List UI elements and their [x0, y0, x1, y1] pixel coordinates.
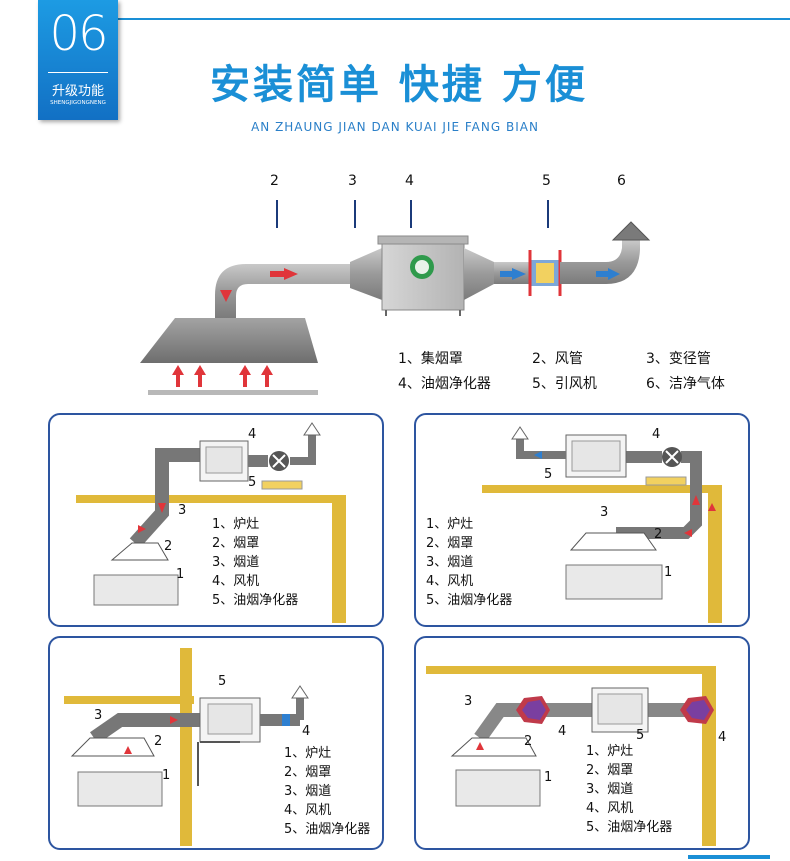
panel-legend-item: 4、风机 [586, 801, 634, 816]
badge-title: 升级功能 [51, 84, 104, 99]
panel-label: 1 [544, 770, 553, 785]
panel-label: 1 [664, 565, 673, 580]
panel-label: 2 [164, 539, 173, 554]
panel-label: 2 [524, 734, 533, 749]
panel-label: 3 [178, 503, 187, 518]
panel-label: 5 [544, 467, 553, 482]
panel-legend-item: 1、炉灶 [426, 517, 474, 532]
panel-legend-item: 3、烟道 [284, 784, 332, 799]
footer-accent-bar [688, 855, 770, 859]
panel-legend: 1、炉灶 2、烟罩 3、烟道 4、风机 5、油烟净化器 [586, 742, 672, 837]
panel-legend: 1、炉灶 2、烟罩 3、烟道 4、风机 5、油烟净化器 [284, 744, 370, 839]
panel-label: 1 [162, 768, 171, 783]
callout-6: 6 [617, 173, 626, 189]
panel-label: 5 [636, 728, 645, 743]
panel-label: 1 [176, 567, 185, 582]
badge-subtitle: SHENGJIGONGNENG [50, 100, 106, 106]
page-title: 安装简单 快捷 方便 [210, 62, 588, 108]
install-diagram-2 [482, 426, 722, 623]
panel-legend-item: 5、油烟净化器 [284, 822, 371, 837]
panel-legend-item: 1、炉灶 [212, 517, 260, 532]
legend-item: 5、引风机 [532, 376, 597, 392]
install-panel-3: 5 3 4 2 1 1、炉灶 2、烟罩 3、烟道 4、风机 5、油烟净化器 [48, 636, 384, 850]
legend-item: 6、洁净气体 [646, 376, 725, 392]
panel-legend-item: 4、风机 [426, 574, 474, 589]
install-panel-1: 4 5 3 2 1 1、炉灶 2、烟罩 3、烟道 4、风机 5、油烟净化器 [48, 413, 384, 627]
install-diagram-4 [426, 666, 716, 846]
callout-2: 2 [270, 173, 279, 189]
header-rule [118, 18, 790, 20]
badge-divider [48, 72, 108, 73]
panel-legend-item: 1、炉灶 [284, 746, 332, 761]
panel-label: 3 [94, 708, 103, 723]
panel-label: 5 [218, 674, 227, 689]
panel-label: 2 [654, 527, 663, 542]
hood-shape [140, 318, 318, 363]
panel-legend-item: 1、炉灶 [586, 744, 634, 759]
panel-legend-item: 3、烟道 [212, 555, 260, 570]
legend-item: 1、集烟罩 [398, 351, 463, 367]
panel-legend-item: 5、油烟净化器 [586, 820, 673, 835]
panel-legend-item: 5、油烟净化器 [426, 593, 513, 608]
panel-label: 4 [652, 427, 661, 442]
install-panel-2: 4 5 3 2 1 1、炉灶 2、烟罩 3、烟道 4、风机 5、油烟净化器 [414, 413, 750, 627]
panel-legend: 1、炉灶 2、烟罩 3、烟道 4、风机 5、油烟净化器 [212, 515, 298, 610]
main-system-diagram [140, 200, 651, 395]
badge-number: 06 [49, 6, 108, 62]
panel-legend-item: 4、风机 [212, 574, 260, 589]
section-badge: 06 升级功能 SHENGJIGONGNENG [38, 0, 118, 120]
panel-legend-item: 3、烟道 [586, 782, 634, 797]
panel-label: 3 [600, 505, 609, 520]
panel-legend-item: 2、烟罩 [426, 536, 474, 551]
panel-label: 2 [154, 734, 163, 749]
install-panel-4: 3 2 4 5 4 1 1、炉灶 2、烟罩 3、烟道 4、风机 5、油烟净化器 [414, 636, 750, 850]
panel-label: 4 [718, 730, 727, 745]
panel-legend-item: 2、烟罩 [284, 765, 332, 780]
panel-label: 4 [248, 427, 257, 442]
panel-label: 5 [248, 475, 257, 490]
panel-legend-item: 2、烟罩 [212, 536, 260, 551]
install-diagram-1 [76, 422, 346, 623]
callout-5: 5 [542, 173, 551, 189]
legend-item: 2、风管 [532, 351, 583, 367]
legend-item: 4、油烟净化器 [398, 376, 491, 392]
panel-label: 3 [464, 694, 473, 709]
callout-4: 4 [405, 173, 414, 189]
panel-label: 4 [558, 724, 567, 739]
page-subtitle-pinyin: AN ZHAUNG JIAN DAN KUAI JIE FANG BIAN [251, 120, 539, 134]
install-diagram-3 [64, 648, 309, 846]
panel-legend: 1、炉灶 2、烟罩 3、烟道 4、风机 5、油烟净化器 [426, 515, 512, 610]
panel-legend-item: 5、油烟净化器 [212, 593, 299, 608]
callout-3: 3 [348, 173, 357, 189]
panel-label: 4 [302, 724, 311, 739]
panel-legend-item: 3、烟道 [426, 555, 474, 570]
panel-legend-item: 2、烟罩 [586, 763, 634, 778]
legend-item: 3、变径管 [646, 351, 711, 367]
panel-legend-item: 4、风机 [284, 803, 332, 818]
